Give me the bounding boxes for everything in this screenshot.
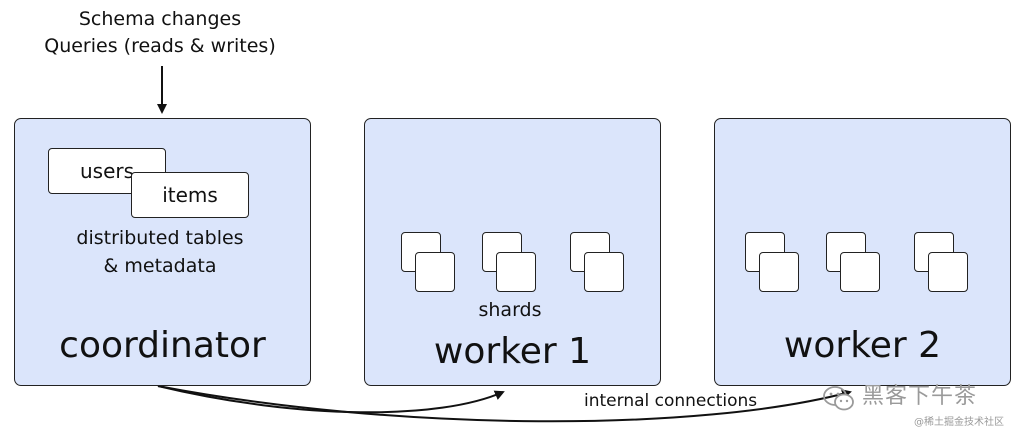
coordinator-caption: distributed tables & metadata bbox=[40, 224, 280, 280]
schema-changes-label: Schema changes bbox=[78, 8, 242, 30]
shard bbox=[840, 252, 880, 292]
coordinator-title: coordinator bbox=[59, 325, 266, 366]
watermark-sub: @稀土掘金技术社区 bbox=[914, 417, 1004, 428]
wechat-icon bbox=[823, 386, 854, 411]
shard bbox=[759, 252, 799, 292]
metadata-label: & metadata bbox=[103, 255, 217, 277]
shard bbox=[496, 252, 536, 292]
worker1-title: worker 1 bbox=[433, 331, 592, 372]
watermark-main: 黑客下午茶 bbox=[862, 384, 978, 409]
top-labels: Schema changes Queries (reads & writes) bbox=[20, 6, 300, 60]
shards-label: shards bbox=[478, 299, 542, 321]
queries-label: Queries (reads & writes) bbox=[44, 35, 276, 57]
worker2-title: worker 2 bbox=[783, 325, 942, 366]
items-table: items bbox=[131, 172, 249, 218]
shard bbox=[584, 252, 624, 292]
internal-connections-label: internal connections bbox=[584, 391, 758, 411]
shard bbox=[928, 252, 968, 292]
watermark: 黑客下午茶 @稀土掘金技术社区 bbox=[822, 380, 1022, 440]
coordinator-to-worker1-arrow bbox=[157, 385, 505, 414]
coordinator-to-worker2-arrow bbox=[157, 385, 852, 423]
distributed-tables-label: distributed tables bbox=[76, 227, 244, 249]
shard bbox=[415, 252, 455, 292]
